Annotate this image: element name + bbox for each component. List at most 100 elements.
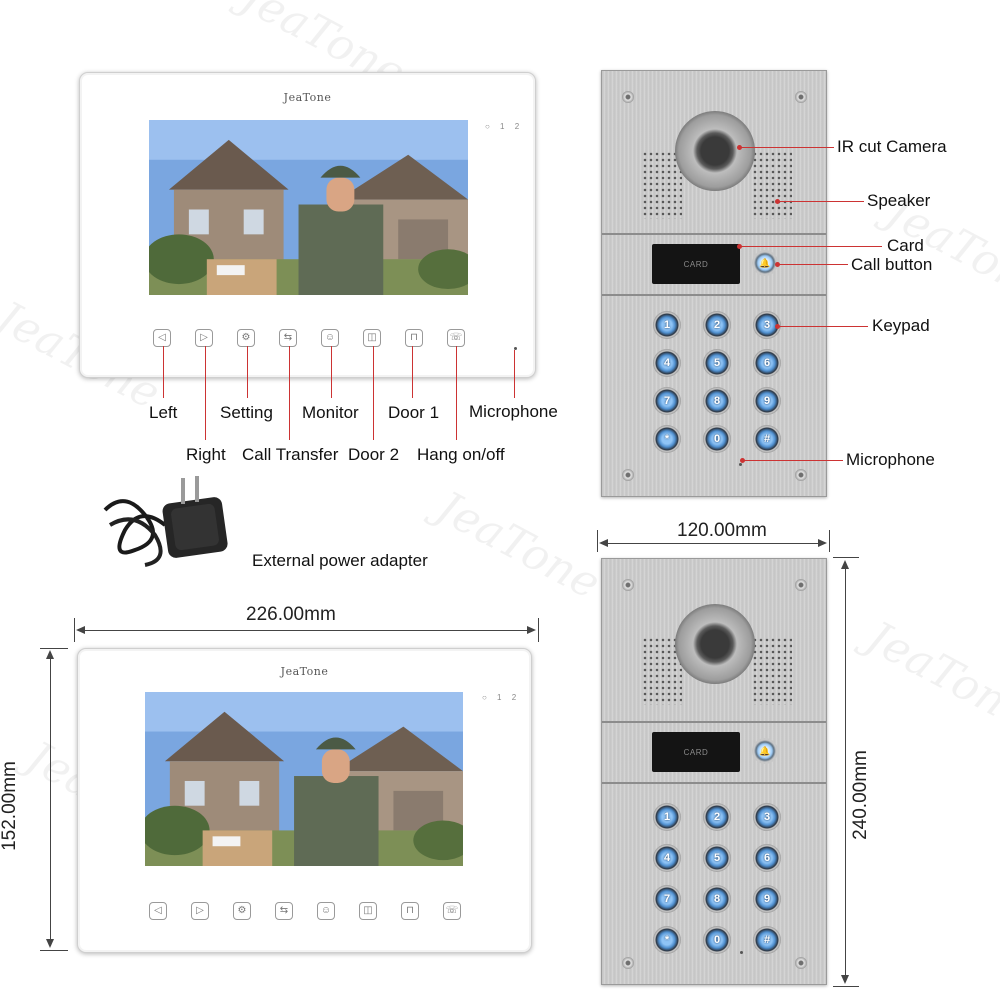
call-transfer-icon[interactable]: ⇆: [279, 329, 297, 347]
gear-icon[interactable]: ⚙: [233, 902, 251, 920]
label-right: Right: [186, 445, 226, 464]
keypad-key[interactable]: #: [753, 425, 781, 453]
lock-icon[interactable]: ⊓: [405, 329, 423, 347]
keypad-key[interactable]: 7: [653, 885, 681, 913]
label-setting: Setting: [220, 403, 273, 422]
keypad-key[interactable]: #: [753, 926, 781, 954]
microphone-hole: [740, 951, 743, 954]
right-arrow-icon[interactable]: ▷: [195, 329, 213, 347]
screw-icon: [622, 579, 634, 591]
keypad-key[interactable]: 6: [753, 844, 781, 872]
keypad-key[interactable]: 9: [753, 885, 781, 913]
label-left: Left: [149, 403, 178, 422]
keypad: 1 2 3 4 5 6 7 8 9 * 0 #: [642, 311, 792, 453]
microphone-hole: [739, 463, 742, 466]
label-ir-cut-camera: IR cut Camera: [837, 137, 947, 156]
keypad-key[interactable]: 5: [703, 844, 731, 872]
dimension-tick: [833, 986, 859, 987]
camera-icon: [675, 111, 755, 191]
label-call-button: Call button: [851, 255, 933, 274]
dimension-tick: [40, 950, 68, 951]
dimension-door-width: 120.00mm: [677, 520, 767, 541]
keypad-key[interactable]: *: [653, 425, 681, 453]
keypad-key[interactable]: 6: [753, 349, 781, 377]
dimension-line: [50, 652, 51, 946]
callout-line: [373, 346, 374, 440]
keypad-key[interactable]: 1: [653, 311, 681, 339]
keypad-key[interactable]: 1: [653, 803, 681, 831]
keypad-key[interactable]: 0: [703, 425, 731, 453]
label-monitor: Monitor: [302, 403, 359, 422]
keypad-key[interactable]: 3: [753, 803, 781, 831]
callout-line: [456, 346, 457, 440]
keypad-key[interactable]: 8: [703, 387, 731, 415]
dimension-tick: [829, 530, 830, 552]
card-reader: CARD: [652, 732, 740, 772]
keypad-key[interactable]: 7: [653, 387, 681, 415]
handset-icon[interactable]: ☏: [443, 902, 461, 920]
call-button[interactable]: 🔔: [752, 738, 778, 764]
speaker-grille-right: [752, 151, 792, 219]
dimension-tick: [597, 530, 598, 552]
label-door-2: Door 2: [348, 445, 400, 464]
arrow-left-icon: [76, 626, 85, 634]
right-arrow-icon[interactable]: ▷: [191, 902, 209, 920]
callout-line: [247, 346, 248, 398]
panel-seam: [602, 721, 826, 723]
dimension-tick: [40, 648, 68, 649]
label-speaker: Speaker: [867, 191, 931, 210]
call-button[interactable]: 🔔: [752, 250, 778, 276]
callout-line: [331, 346, 332, 398]
callout-line: [412, 346, 413, 398]
left-arrow-icon[interactable]: ◁: [149, 902, 167, 920]
dimension-monitor-height: 152.00mm: [0, 761, 20, 851]
callout-line: [775, 262, 848, 267]
camera-icon: [675, 604, 755, 684]
dimension-line: [845, 562, 846, 982]
status-leds: ○ 1 2: [482, 693, 521, 702]
keypad-key[interactable]: 8: [703, 885, 731, 913]
power-adapter-image: [95, 470, 235, 580]
keypad-key[interactable]: *: [653, 926, 681, 954]
callout-line: [737, 244, 882, 249]
person-icon[interactable]: ☺: [317, 902, 335, 920]
dimension-monitor-width: 226.00mm: [246, 604, 336, 625]
brand-logo: JeaTone: [280, 665, 329, 678]
person-icon[interactable]: ☺: [321, 329, 339, 347]
panel-seam: [602, 294, 826, 296]
arrow-up-icon: [841, 560, 849, 569]
keypad-key[interactable]: 4: [653, 349, 681, 377]
handset-icon[interactable]: ☏: [447, 329, 465, 347]
call-transfer-icon[interactable]: ⇆: [275, 902, 293, 920]
keypad-key[interactable]: 4: [653, 844, 681, 872]
keypad-key[interactable]: 5: [703, 349, 731, 377]
lock-icon[interactable]: ⊓: [401, 902, 419, 920]
keypad-key[interactable]: 2: [703, 311, 731, 339]
gear-icon[interactable]: ⚙: [237, 329, 255, 347]
keypad-key[interactable]: 2: [703, 803, 731, 831]
label-keypad: Keypad: [872, 316, 930, 335]
dimension-tick: [74, 618, 75, 642]
keypad: 1 2 3 4 5 6 7 8 9 * 0 #: [642, 803, 792, 954]
label-door-1: Door 1: [388, 403, 440, 422]
indoor-monitor-bottom: JeaTone ○ 1 2 ◁ ▷ ⚙ ⇆ ☺ ◫ ⊓: [77, 648, 532, 953]
screw-icon: [622, 957, 634, 969]
arrow-down-icon: [46, 939, 54, 948]
keypad-key[interactable]: 0: [703, 926, 731, 954]
monitor-touch-keys: ◁ ▷ ⚙ ⇆ ☺ ◫ ⊓ ☏: [153, 329, 465, 347]
speaker-grille-left: [642, 151, 682, 219]
keypad-key[interactable]: 9: [753, 387, 781, 415]
arrow-right-icon: [527, 626, 536, 634]
screw-icon: [795, 469, 807, 481]
label-card: Card: [887, 236, 924, 255]
panel-seam: [602, 782, 826, 784]
double-door-icon[interactable]: ◫: [359, 902, 377, 920]
panel-seam: [602, 233, 826, 235]
double-door-icon[interactable]: ◫: [363, 329, 381, 347]
label-microphone: Microphone: [469, 402, 558, 421]
arrow-up-icon: [46, 650, 54, 659]
left-arrow-icon[interactable]: ◁: [153, 329, 171, 347]
callout-line: [289, 346, 290, 440]
callout-line: [775, 324, 868, 329]
dimension-door-height: 240.00mm: [849, 750, 871, 840]
